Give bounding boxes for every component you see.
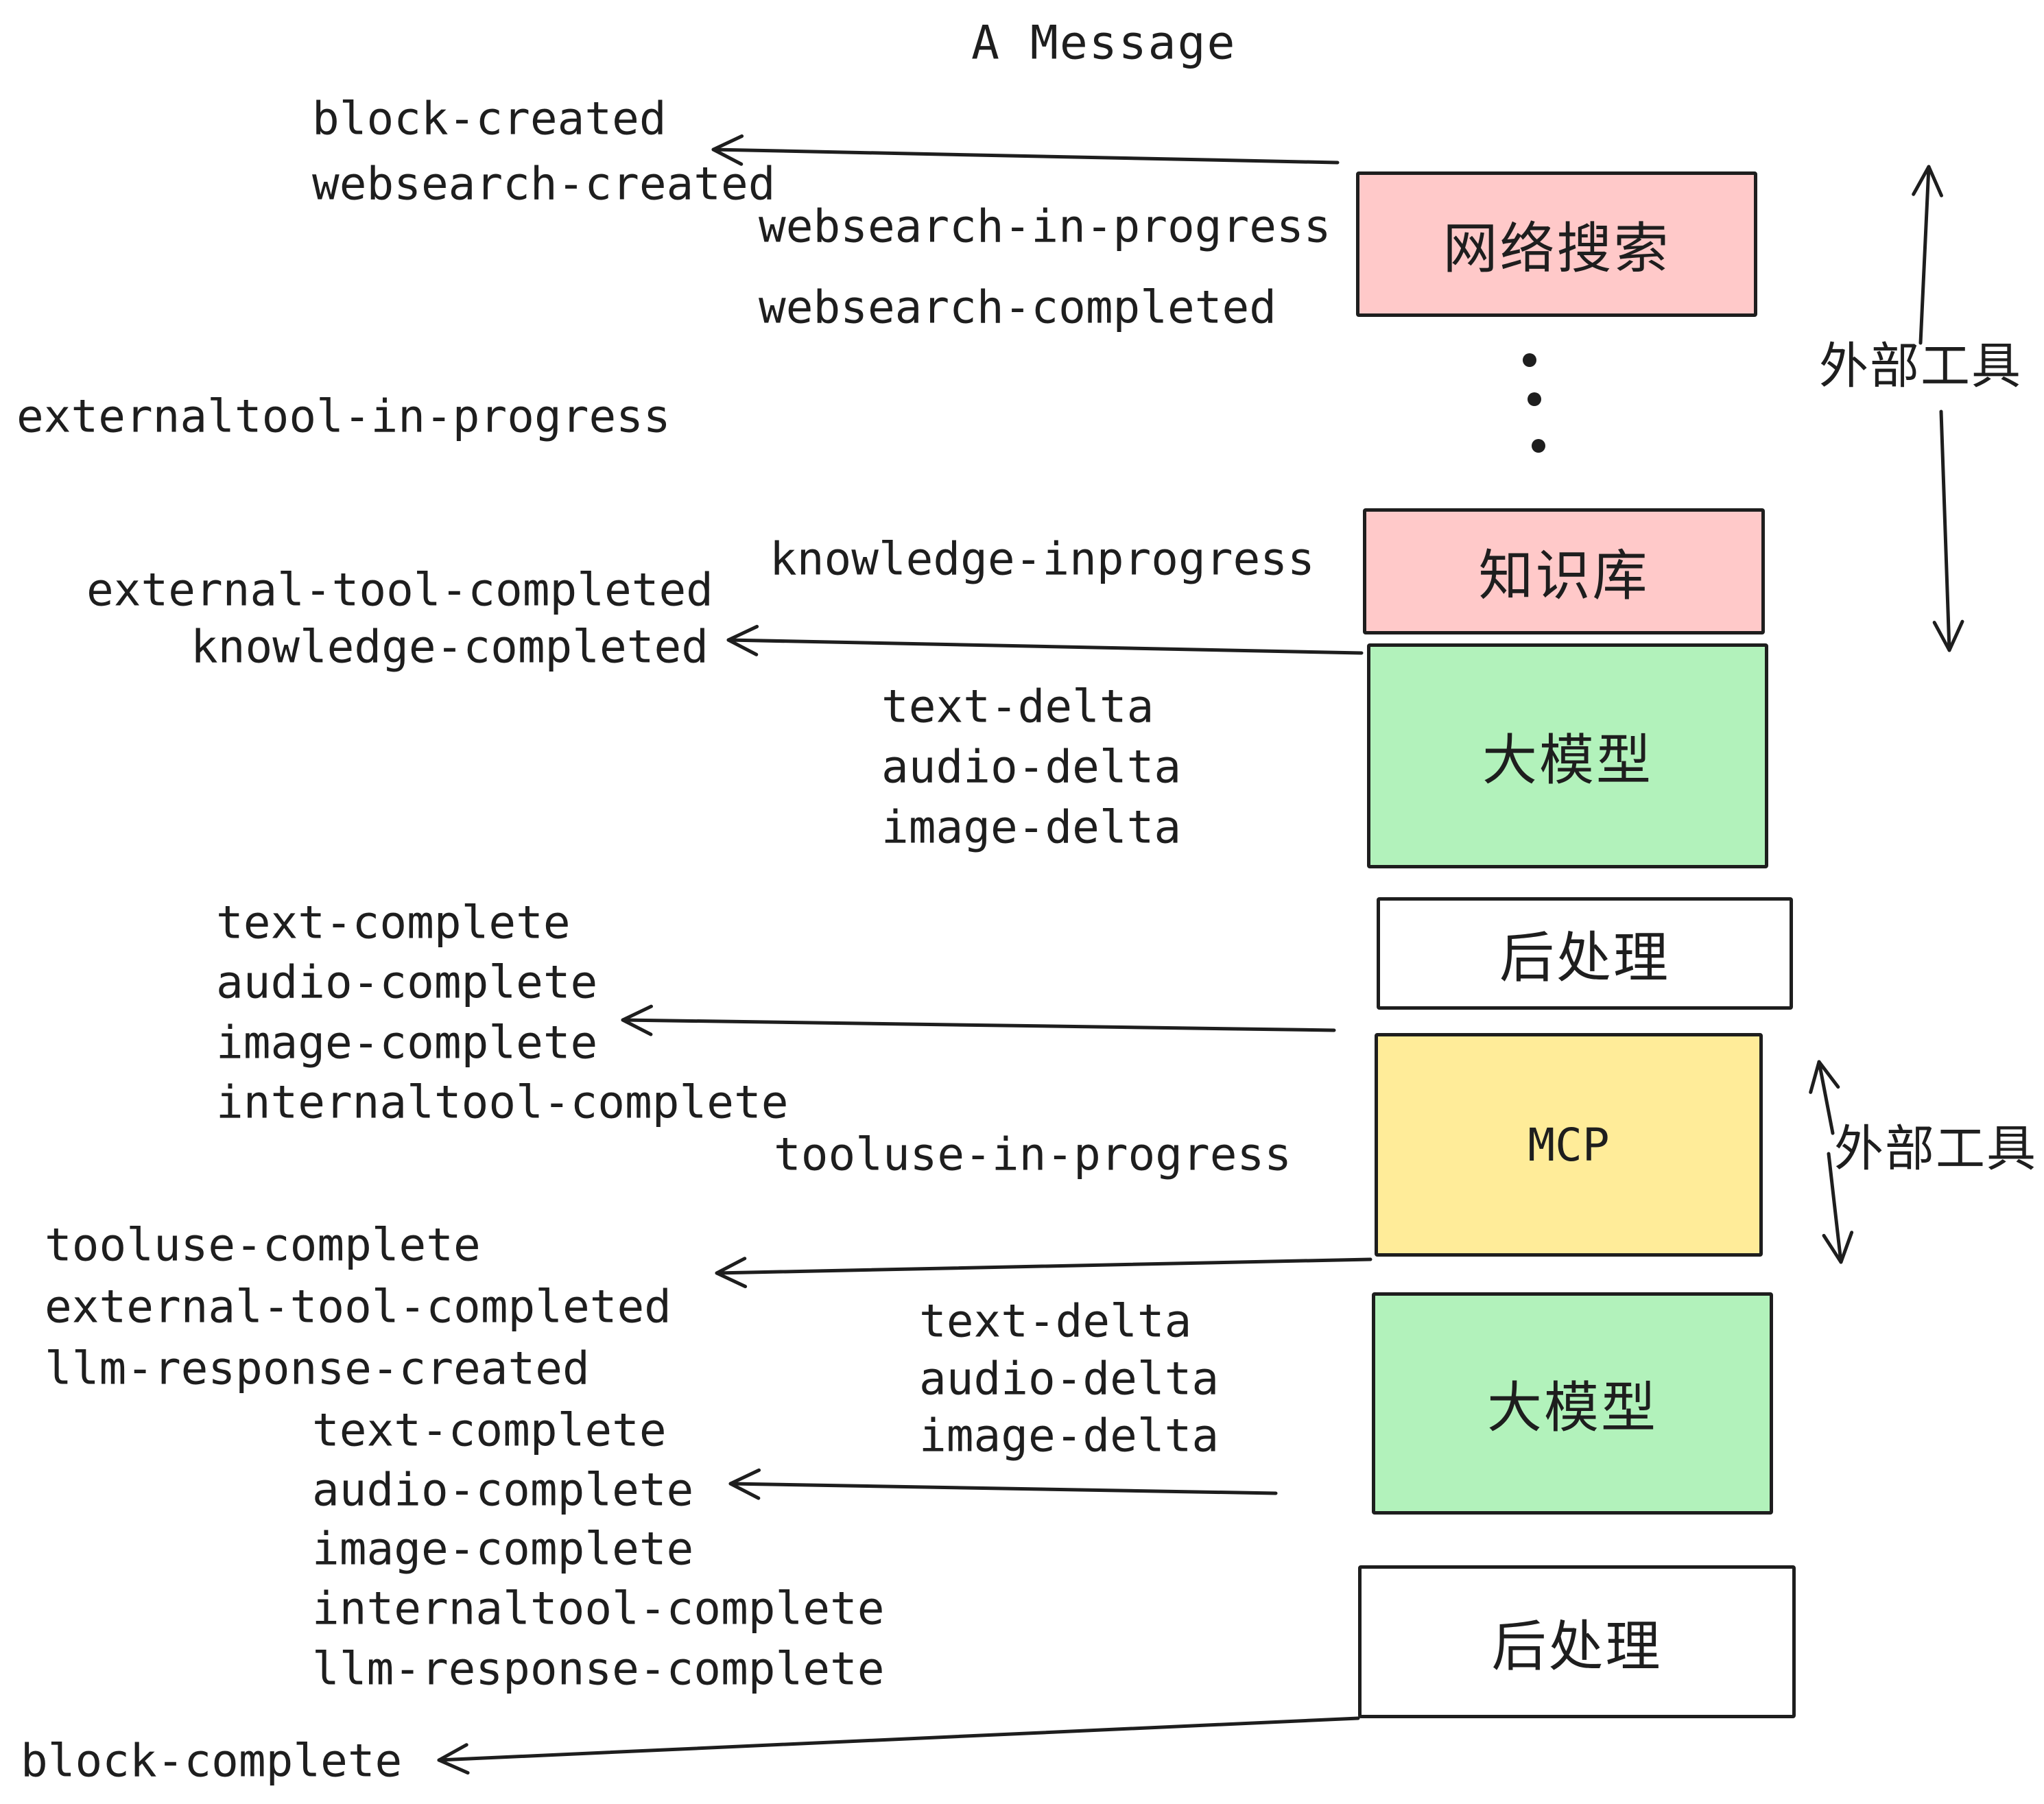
box-label-postprocess-2: 后处理 — [1491, 1615, 1663, 1677]
box-label-postprocess-1: 后处理 — [1499, 927, 1670, 988]
event-externaltool-in-progress: externaltool-in-progress — [16, 390, 671, 443]
arrow-to-websearch-created — [711, 134, 1340, 166]
box-postprocess-1: 后处理 — [1377, 897, 1793, 1010]
ellipsis-dot-1 — [1523, 353, 1536, 367]
external-tools-mcp-arrow-down — [1822, 1152, 1854, 1264]
event-tooluse-complete: tooluse-complete — [45, 1218, 481, 1272]
box-llm-2: 大模型 — [1372, 1292, 1773, 1515]
event-audio-delta-2: audio-delta — [919, 1352, 1220, 1405]
box-postprocess-2: 后处理 — [1358, 1565, 1796, 1718]
external-tools-top-arrow-down — [1932, 410, 1964, 652]
label-external-tools-top: 外部工具 — [1818, 339, 2023, 394]
box-label-llm-1: 大模型 — [1482, 730, 1653, 791]
event-llm-response-complete: llm-response-complete — [312, 1642, 885, 1696]
event-text-delta-2: text-delta — [919, 1294, 1192, 1348]
external-tools-top-arrow-up — [1912, 165, 1943, 345]
box-knowledge: 知识库 — [1363, 508, 1765, 634]
event-audio-delta-1: audio-delta — [881, 740, 1182, 794]
event-internaltool-complete-1: internaltool-complete — [216, 1076, 789, 1129]
arrow-to-audio-complete — [728, 1468, 1278, 1500]
arrow-to-image-complete — [621, 1004, 1336, 1036]
arrow-to-tooluse-complete — [715, 1257, 1372, 1289]
event-block-complete: block-complete — [21, 1734, 403, 1788]
box-label-llm-2: 大模型 — [1487, 1377, 1658, 1438]
event-block-created: block-created — [312, 92, 667, 145]
event-image-delta-1: image-delta — [881, 800, 1182, 854]
event-internaltool-complete-2: internaltool-complete — [312, 1582, 885, 1635]
diagram-title: A Message — [971, 16, 1237, 71]
box-llm-1: 大模型 — [1367, 643, 1768, 868]
event-text-delta-1: text-delta — [881, 680, 1154, 733]
box-label-knowledge: 知识库 — [1478, 545, 1650, 606]
arrow-to-knowledge-completed — [726, 624, 1364, 656]
event-knowledge-completed: knowledge-completed — [191, 620, 709, 674]
event-image-complete-2: image-complete — [312, 1522, 694, 1576]
event-tooluse-in-progress: tooluse-in-progress — [774, 1128, 1292, 1181]
event-text-complete-1: text-complete — [216, 896, 571, 949]
event-websearch-completed: websearch-completed — [759, 281, 1276, 334]
event-audio-complete-1: audio-complete — [216, 956, 598, 1009]
external-tools-mcp-arrow-up — [1809, 1060, 1840, 1135]
ellipsis-dot-3 — [1532, 439, 1545, 453]
box-mcp: MCP — [1375, 1033, 1763, 1257]
event-text-complete-2: text-complete — [312, 1403, 667, 1457]
event-websearch-in-progress: websearch-in-progress — [759, 200, 1331, 253]
event-external-tool-completed-2: external-tool-completed — [45, 1280, 672, 1333]
event-knowledge-inprogress: knowledge-inprogress — [770, 532, 1315, 586]
event-llm-response-created: llm-response-created — [45, 1342, 590, 1395]
event-image-complete-1: image-complete — [216, 1016, 598, 1069]
event-audio-complete-2: audio-complete — [312, 1463, 694, 1517]
box-label-websearch: 网络搜索 — [1442, 218, 1671, 279]
box-websearch: 网络搜索 — [1356, 171, 1757, 317]
label-external-tools-mcp: 外部工具 — [1833, 1121, 2038, 1177]
event-websearch-created: websearch-created — [312, 157, 776, 211]
arrow-to-block-complete — [437, 1716, 1360, 1775]
ellipsis-dot-2 — [1528, 392, 1541, 406]
event-image-delta-2: image-delta — [919, 1409, 1220, 1462]
box-label-mcp: MCP — [1528, 1118, 1610, 1172]
event-external-tool-completed-1: external-tool-completed — [86, 563, 713, 617]
